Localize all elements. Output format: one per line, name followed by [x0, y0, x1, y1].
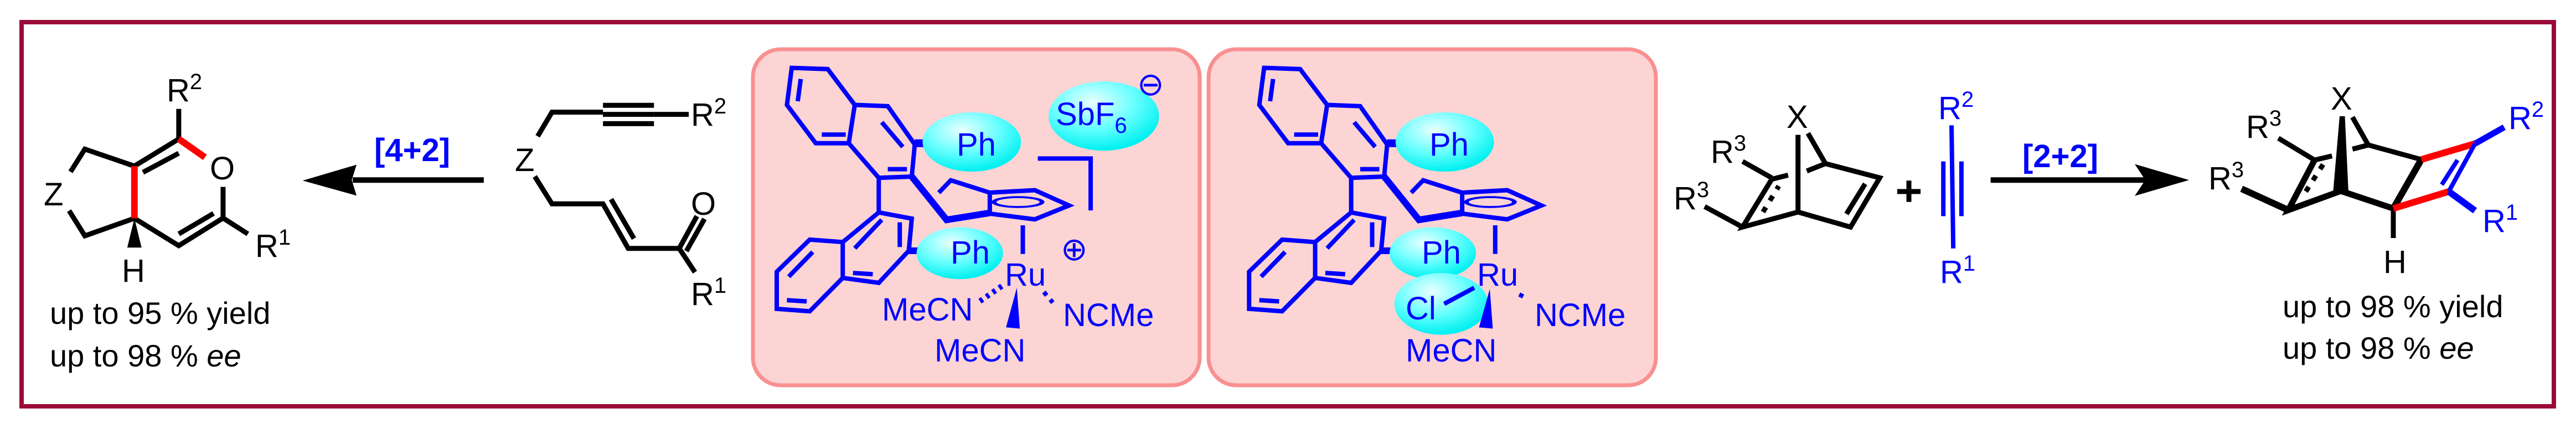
arrow-2plus2 [1991, 164, 2190, 196]
label-alkyne-r1: R1 [1940, 251, 1975, 290]
label-h: H [122, 253, 145, 289]
label-r3b: R3 [1674, 178, 1709, 216]
label-r1: R1 [691, 273, 726, 312]
label-ligand-right: NCMe [1063, 297, 1154, 333]
label-metal: Ru [1005, 257, 1046, 293]
arrow-4plus2 [302, 164, 484, 196]
new-bonds-red [135, 139, 205, 218]
ru-wedge-bond [1479, 289, 1493, 329]
left-structures [69, 105, 705, 272]
label-x: X [1787, 99, 1808, 135]
label-r2: R2 [167, 70, 202, 108]
label-ph-top: Ph [1429, 127, 1469, 163]
ru-wedge-bond [1006, 287, 1020, 329]
norbornene-alkyne-labels: X R3 R3 + R2 R1 [1674, 87, 1975, 290]
label-r3b: R3 [2208, 158, 2244, 197]
yield-text: up to 98 % yield [2283, 289, 2503, 324]
cation-charge-icon: ⊕ [1061, 231, 1088, 267]
pyran-product-bonds [69, 109, 248, 246]
norbornene-bonds [1705, 133, 1921, 228]
anion-charge-icon: ⊖ [1137, 66, 1164, 102]
alkyne-bonds [1943, 125, 1961, 248]
plus-sign-text: + [1897, 172, 1916, 208]
cl-highlight [1394, 273, 1488, 335]
ru-cl-bond [1444, 288, 1474, 304]
cyclobutene-product-bonds [2242, 117, 2422, 238]
label-r3a: R3 [1711, 131, 1746, 170]
label-r2: R2 [2508, 97, 2544, 136]
scheme-frame [19, 20, 2556, 409]
label-o: O [210, 151, 235, 187]
label-ligand-bottom: MeCN [1406, 333, 1496, 369]
label-alkyne-r2: R2 [1938, 87, 1974, 126]
arrow-label-4plus2: [4+2] [374, 132, 450, 168]
arrow-label-2plus2: [2+2] [2022, 138, 2098, 174]
label-x: X [2331, 81, 2352, 117]
h-wedge-bond [127, 218, 142, 248]
label-o: O [691, 186, 716, 222]
bridge-wedge-bond [2333, 116, 2348, 191]
label-r2: R2 [691, 94, 726, 133]
ion-pair-bracket [1038, 158, 1091, 210]
label-ph-bottom: Ph [1422, 235, 1461, 271]
label-ph-bottom: Ph [951, 235, 990, 271]
label-z: Z [515, 142, 534, 178]
ee-text: up to 98 % ee [50, 338, 241, 373]
enyne-substrate-labels: Z R2 O R1 [515, 94, 726, 312]
label-r1: R1 [2482, 200, 2518, 239]
right-structures [1705, 116, 2504, 249]
cationic-ligands [916, 81, 1159, 329]
catalyst-structures [777, 68, 1541, 335]
neutral-catalyst-labels: Ph Ph Ru Cl NCMe MeCN [1406, 127, 1625, 369]
label-ligand-bottom: MeCN [935, 333, 1025, 369]
label-r1: R1 [255, 225, 291, 264]
new-bonds-red [2393, 143, 2475, 208]
cyclobutene-product-labels: X R3 R3 R2 R1 H up to 98 % yield up to 9… [2208, 81, 2544, 365]
label-anion: SbF6 [1056, 96, 1127, 138]
ph-highlight-bottom [1389, 227, 1477, 280]
label-z: Z [44, 177, 63, 213]
cyclobutene-blue-bonds [2442, 127, 2505, 211]
enyne-substrate-bonds [535, 105, 705, 272]
label-chloride: Cl [1406, 291, 1436, 327]
label-metal: Ru [1477, 257, 1518, 293]
label-ph-top: Ph [957, 127, 996, 163]
neutral-ligands [1389, 112, 1522, 335]
label-ligand-left: MeCN [882, 292, 973, 328]
pyran-product-labels: R2 O Z R1 H up to 95 % yield up to 98 % … [44, 70, 291, 373]
ee-text: up to 98 % ee [2283, 330, 2474, 365]
ru-hash-bond-right [1518, 293, 1522, 302]
yield-text: up to 95 % yield [50, 296, 270, 330]
binaphthyl-cp-skeleton [777, 68, 1069, 312]
label-r3a: R3 [2246, 106, 2281, 145]
ph-highlight-top [922, 112, 1021, 172]
sbf6-highlight [1049, 81, 1159, 151]
ph-highlight-bottom [916, 227, 1003, 280]
ph-highlight-top [1395, 112, 1494, 172]
cationic-catalyst-labels: Ph Ph SbF6 ⊖ ⊕ Ru MeCN NCMe MeCN [882, 66, 1164, 369]
label-ligand-right: NCMe [1535, 297, 1625, 333]
label-h: H [2383, 244, 2407, 280]
ru-hash-bond-right [1044, 292, 1052, 303]
